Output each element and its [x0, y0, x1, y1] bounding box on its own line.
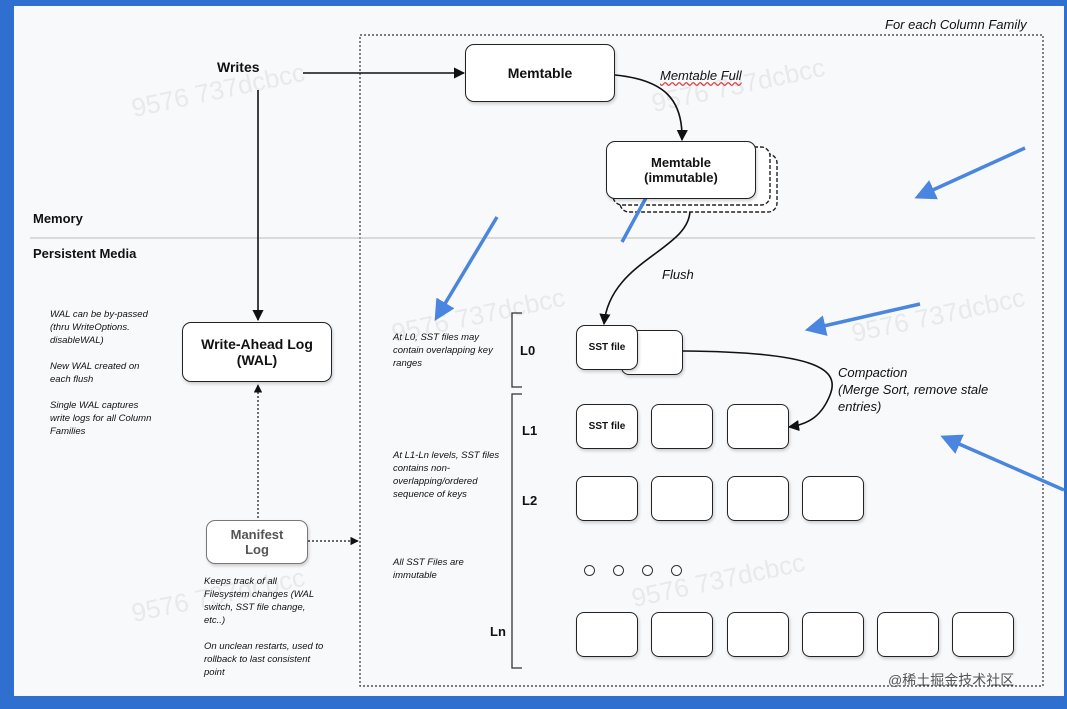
- unclean-restart-note: On unclean restarts, used to rollback to…: [204, 641, 324, 678]
- new-wal-note: New WAL created on each flush: [50, 361, 140, 385]
- single-wal-note: Single WAL captures write logs for all C…: [50, 400, 152, 437]
- sst-file-box: [802, 476, 864, 521]
- compaction-label: Compaction (Merge Sort, remove stale ent…: [838, 365, 989, 414]
- l1-ln-note: At L1-Ln levels, SST files contains non-…: [393, 450, 500, 500]
- annotation-arrow: [434, 216, 499, 322]
- l0-bracket: [511, 312, 522, 388]
- sst-file-box: [651, 404, 713, 449]
- ellipsis-dot: [642, 565, 653, 576]
- column-family-label: For each Column Family: [885, 17, 1027, 32]
- memtable-full-label: Memtable Full: [660, 68, 742, 83]
- sst-file-box: SST file: [576, 404, 638, 449]
- annotation-arrow: [804, 302, 921, 336]
- level-l2-label: L2: [522, 493, 538, 508]
- ellipsis-dot: [584, 565, 595, 576]
- sst-file-box: [727, 476, 789, 521]
- sst-file-box: [802, 612, 864, 657]
- sst-file-box: [576, 612, 638, 657]
- sst-file-box: SST file: [576, 325, 638, 370]
- column-family-region: [359, 34, 1044, 687]
- footer-credit: @稀土掘金技术社区: [888, 672, 1015, 688]
- l0-note: At L0, SST files may contain overlapping…: [393, 332, 493, 369]
- annotation-arrow: [940, 434, 1065, 492]
- writes-label: Writes: [217, 59, 260, 75]
- ellipsis-dot: [671, 565, 682, 576]
- immutable-memtable-box: Memtable (immutable): [606, 141, 756, 199]
- persistent-region-label: Persistent Media: [33, 246, 137, 261]
- memtable-full-arrow: [614, 74, 688, 142]
- memtable-box: Memtable: [465, 44, 615, 102]
- sst-file-box: [576, 476, 638, 521]
- flush-arrow: [599, 209, 691, 326]
- memory-region-label: Memory: [33, 211, 83, 226]
- wal-box: Write-Ahead Log (WAL): [182, 322, 332, 382]
- immutable-sst-note: All SST Files are immutable: [393, 557, 464, 581]
- sst-file-box: [727, 404, 789, 449]
- sst-file-box: [877, 612, 939, 657]
- annotation-arrow: [914, 146, 1026, 200]
- sst-file-box: [727, 612, 789, 657]
- wal-bypass-note: WAL can be by-passed (thru WriteOptions.…: [50, 309, 148, 346]
- manifest-note: Keeps track of all Filesystem changes (W…: [204, 576, 315, 626]
- level-l0-label: L0: [520, 343, 536, 358]
- compaction-arrow: [682, 350, 833, 432]
- level-ln-label: Ln: [490, 624, 506, 639]
- flush-label: Flush: [662, 267, 694, 282]
- l1-ln-bracket: [511, 393, 522, 669]
- sst-file-box: [952, 612, 1014, 657]
- ellipsis-dot: [613, 565, 624, 576]
- sst-file-box: [651, 612, 713, 657]
- manifest-log-box: Manifest Log: [206, 520, 308, 564]
- level-l1-label: L1: [522, 423, 538, 438]
- sst-file-box: [651, 476, 713, 521]
